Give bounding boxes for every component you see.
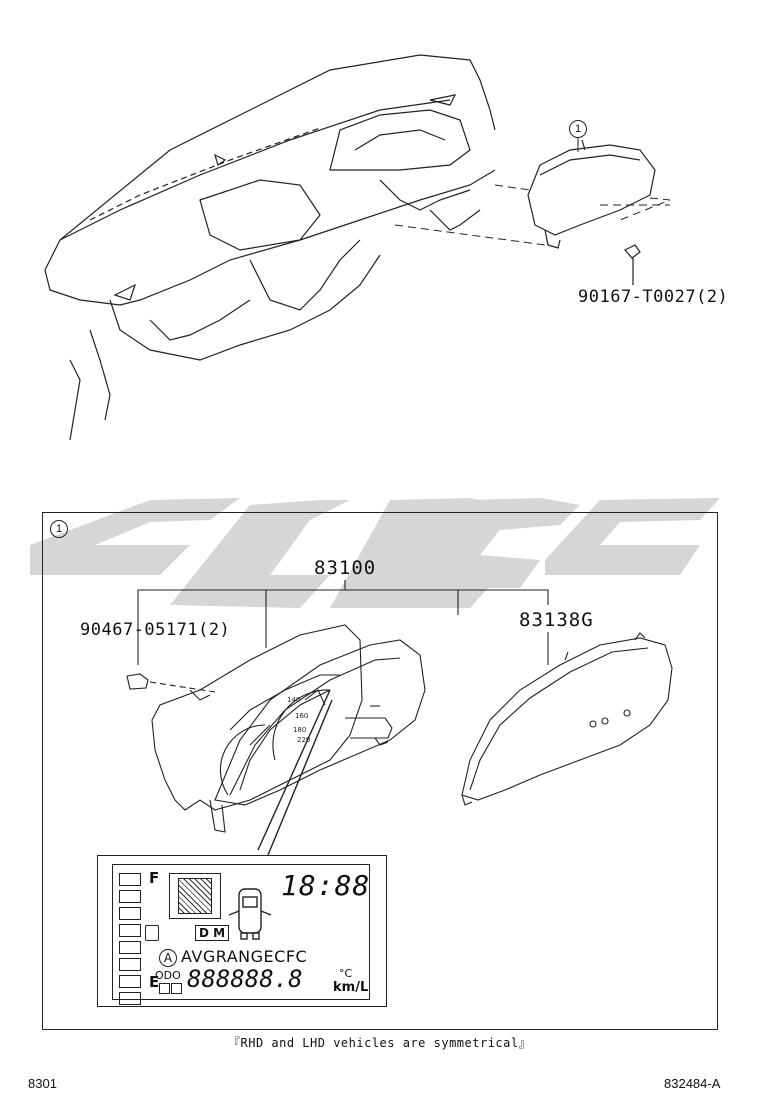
tick-label-160: 160 [295,712,308,720]
unit-economy: km/L [333,980,369,995]
car-top-view-icon [228,888,272,940]
fuel-gauge [119,873,141,1005]
tick-label-140: 140 [287,696,300,704]
unit-temperature: °C [339,967,353,980]
odo-a-box [159,983,170,994]
tick-label-220: 220 [297,736,310,744]
label-meter-assy: 83100 [314,557,377,579]
odo-label: ODO [155,969,181,982]
drawing-code: 832484-A [664,1076,721,1091]
page-code: 8301 [28,1076,57,1091]
mode-letters: AVGRANGECFC [181,947,308,966]
lcd-screen: F E 18:88 D M A AVGRANGECFC ODO 88888 [112,864,371,1005]
drive-info-pictogram [169,873,221,919]
tick-label-180: 180 [293,726,306,734]
fuel-full-label: F [149,869,160,887]
fuel-pump-icon [145,925,159,941]
fuel-empty-label: E [149,973,160,991]
mode-a-indicator: A [159,949,177,967]
label-glass: 83138G [519,609,594,631]
lcd-display-inset: F E 18:88 D M A AVGRANGECFC ODO 88888 [97,855,387,1007]
clock-display: 18:88 [281,869,371,902]
label-clip-lower: 90467-05171(2) [80,620,231,640]
label-clip-upper: 90167-T0027(2) [578,287,729,307]
odometer-digits: 888888.8 [187,965,303,993]
callout-marker-frame: 1 [50,520,68,538]
detail-frame [42,512,718,1030]
odo-b-box [171,983,182,994]
drive-mode-indicator: D M [195,925,230,941]
symmetry-note: 『RHD and LHD vehicles are symmetrical』 [228,1036,532,1050]
